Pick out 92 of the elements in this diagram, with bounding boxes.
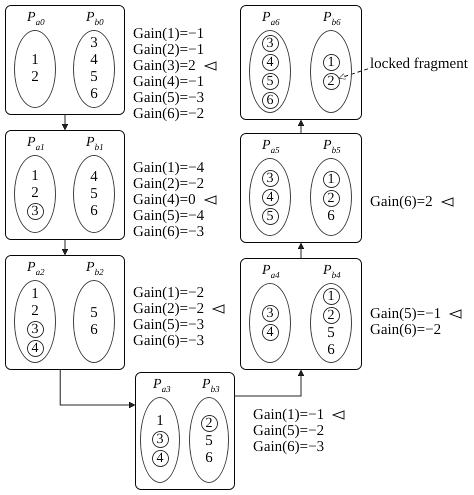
partition-label: P$_{b3}$ [202,377,220,394]
locked-vertex-circle: 1 [322,54,340,70]
partition-label: P$_{a0}$ [27,10,45,27]
vertex-number: 6 [327,342,335,359]
locked-vertex-circle: 3 [262,170,278,186]
locked-vertex-circle: 4 [26,340,44,356]
locked-vertex-circle: 5 [262,72,278,90]
vertex-number: 5 [90,304,98,322]
gain-value: Gain(6)=−3 [133,224,204,240]
partition-label: P$_{a5}$ [262,138,280,155]
vertex-number: 6 [327,208,335,224]
vertex-number: 1 [31,168,39,184]
vertex-number: 6 [205,450,213,466]
gain-value: Gain(5)=−4 [133,208,204,224]
gain-value: Gain(1)=−2 [133,285,204,301]
vertex-number: 5 [90,186,98,202]
locked-vertex-circle: 4 [152,450,168,466]
locked-vertex-circle: 5 [262,208,278,224]
arrow [298,242,304,258]
vertex-number: 6 [90,322,98,338]
vertex-number: 1 [31,52,39,69]
locked-vertex-circle: 2 [322,72,340,90]
gain-value: Gain(6)=−3 [253,439,324,455]
gain-value: Gain(4)=0 [133,192,196,208]
partition-label: P$_{a4}$ [262,263,280,280]
partition-label: P$_{b1}$ [86,135,104,152]
step-box [5,130,125,240]
locked-vertex-circle: 3 [26,320,44,338]
locked-vertex-circle: 2 [322,307,340,324]
gain-value: Gain(3)=2 [133,58,196,74]
gain-value: Gain(6)=2 [370,194,433,210]
gain-value: Gain(5)=−3 [133,90,204,106]
locked-vertex-circle: 1 [322,288,340,305]
locked-vertex-circle: 3 [152,430,168,448]
gain-value: Gain(6)=−2 [133,106,204,122]
step-box [240,258,362,370]
callout-label: locked fragment [370,56,468,73]
locked-vertex-circle: 2 [322,190,340,206]
gain-value: Gain(1)=−4 [133,160,204,176]
arrow [234,370,304,396]
gain-value: Gain(2)=−2 [133,176,204,192]
gain-value: Gain(2)=−2 [133,301,204,317]
gain-value: Gain(5)=−1 [370,306,442,322]
locked-vertex-circle: 1 [322,170,340,188]
step-box [5,255,125,370]
arrow [62,114,68,130]
gain-value: Gain(4)=−1 [133,74,204,90]
gain-value: Gain(2)=−1 [133,42,204,58]
leader-line [338,68,368,80]
step-box [240,133,362,243]
partition-label: P$_{a1}$ [27,135,45,152]
partition-label: P$_{b2}$ [86,260,104,277]
vertex-number: 2 [31,184,39,202]
arrow [60,370,136,408]
locked-vertex-circle: 4 [262,324,278,341]
vertex-number: 2 [31,302,39,320]
gain-value: Gain(6)=−3 [133,333,204,349]
locked-vertex-circle: 4 [262,54,278,70]
locked-vertex-circle: 2 [200,414,218,432]
vertex-number: 5 [327,325,335,342]
gain-value: Gain(1)=−1 [133,26,204,42]
vertex-number: 4 [90,52,98,69]
step-box [135,372,235,490]
arrow [62,240,68,256]
step-box [240,5,362,120]
partition-label: P$_{a3}$ [153,377,171,394]
gain-value: Gain(5)=−2 [253,423,324,439]
gain-value: Gain(1)=−1 [253,407,324,423]
locked-vertex-circle: 4 [262,188,278,206]
vertex-number: 1 [156,412,164,430]
locked-vertex-circle: 6 [262,92,278,108]
partition-label: P$_{b6}$ [323,10,341,27]
vertex-number: 4 [90,168,98,186]
gain-value: Gain(5)=−3 [133,317,204,333]
partition-label: P$_{b0}$ [86,10,104,27]
vertex-number: 5 [90,69,98,86]
partition-label: P$_{b5}$ [323,138,341,155]
vertex-number: 2 [31,69,39,86]
arrow [298,120,304,134]
locked-vertex-circle: 3 [262,305,278,322]
vertex-number: 1 [31,286,39,302]
locked-vertex-circle: 3 [26,202,44,220]
locked-vertex-circle: 3 [262,34,278,52]
vertex-number: 6 [90,202,98,220]
step-box [5,5,125,115]
partition-label: P$_{a2}$ [27,260,45,277]
partition-label: P$_{b4}$ [323,263,341,280]
gain-value: Gain(6)=−2 [370,322,442,338]
vertex-number: 5 [205,432,213,450]
vertex-number: 3 [90,35,98,52]
partition-label: P$_{a6}$ [262,10,280,27]
vertex-number: 6 [90,86,98,103]
